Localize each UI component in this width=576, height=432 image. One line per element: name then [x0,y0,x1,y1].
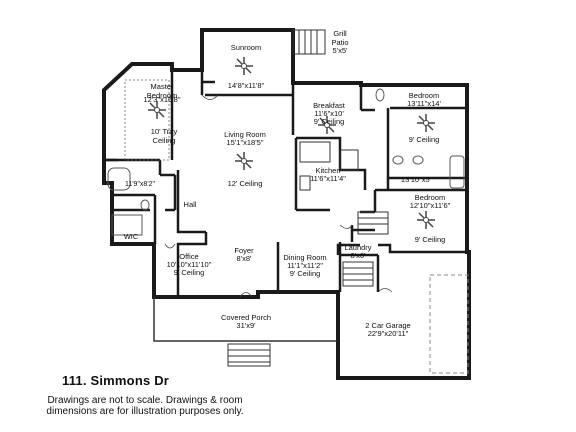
garage-label: 2 Car Garage [365,321,411,330]
office-ceiling: 9' Ceiling [173,268,205,277]
toilet-icon [375,88,385,102]
bedroom-2-label: Bedroom [414,193,446,202]
master-bedroom-dims: 12'3"x16'8" [143,95,181,104]
sunroom-label: Sunroom [230,43,262,52]
ceiling-fan-icon [417,211,435,229]
office-label: Office [179,252,199,261]
bath-1-dims: 13'10"x5' [400,175,432,184]
ceiling-fan-icon [235,57,253,75]
hall-label: Hall [183,200,197,209]
dining-room-label: Dining Room [283,253,327,262]
office-dims: 10'10"x11'10" [166,260,212,269]
breakfast-ceiling: 9' Ceiling [313,117,345,126]
interior-walls [104,70,467,345]
range-icon [299,175,311,191]
living-room-label: Living Room [224,130,266,139]
garage-door [429,274,469,374]
ceiling-fan-icon [417,114,435,132]
bathtub-icon [449,155,465,189]
dining-room-ceiling: 9' Ceiling [289,269,321,278]
door-swings [164,94,393,298]
kitchen-dims: 11'6"x11'4" [310,174,346,183]
stairs-icon [292,29,326,55]
master-bedroom-label: Master Bedroom [146,82,178,100]
porch-outline [153,297,338,342]
garage-dims: 22'9"x20'11" [367,329,409,338]
ceiling-fan-icon [235,152,253,170]
grill-patio-dims: 5'x5' [332,46,348,55]
toilet-icon [140,199,150,211]
exterior-walls [102,28,471,380]
laundry-dims: 8'x6' [350,251,366,260]
ceiling-fan-icon [148,101,166,119]
stairs-icon [342,261,374,287]
sink-icon [412,155,424,165]
breakfast-dims: 11'6"x10' [314,109,344,118]
ceiling-fan-icon [318,116,336,134]
living-room-dims: 15'1"x18'5" [226,138,264,147]
living-room-ceiling: 12' Ceiling [227,179,263,188]
bathtub-icon [107,167,131,191]
covered-porch-dims: 31'x9' [236,321,256,330]
bedroom-2-dims: 12'10"x11'6" [409,201,451,210]
master-bedroom-ceiling: 10' Tray Ceiling [150,127,178,145]
property-address: 111. Simmons Dr [62,373,170,388]
tray-ceiling-outline [124,79,170,161]
bedroom-1-dims: 13'11"x14' [407,99,441,108]
laundry-label: Laundry [344,243,372,252]
bedroom-1-ceiling: 9' Ceiling [408,135,440,144]
wic-label: WIC [123,232,139,241]
bath-fixtures [107,88,465,236]
stairs-icon [357,211,389,235]
sink-icon [392,155,404,165]
bedroom-2-ceiling: 9' Ceiling [414,235,446,244]
covered-porch-label: Covered Porch [220,313,272,322]
breakfast-label: Breakfast [313,101,345,110]
kitchen-label: Kitchen [315,166,341,175]
sunroom-dims: 14'8"x11'8" [227,81,265,90]
disclaimer-text: Drawings are not to scale. Drawings & ro… [46,395,244,417]
kitchen-counters [299,141,359,191]
foyer-dims: 8'x8' [236,254,252,263]
bedroom-1-label: Bedroom [408,91,440,100]
dining-room-dims: 11'1"x11'2" [287,261,323,270]
foyer-label: Foyer [234,246,254,255]
stairs-icon [227,343,271,367]
grill-patio-label: Grill Patio [331,29,349,47]
master-bath-dims: 11'9"x8'2" [124,181,156,188]
